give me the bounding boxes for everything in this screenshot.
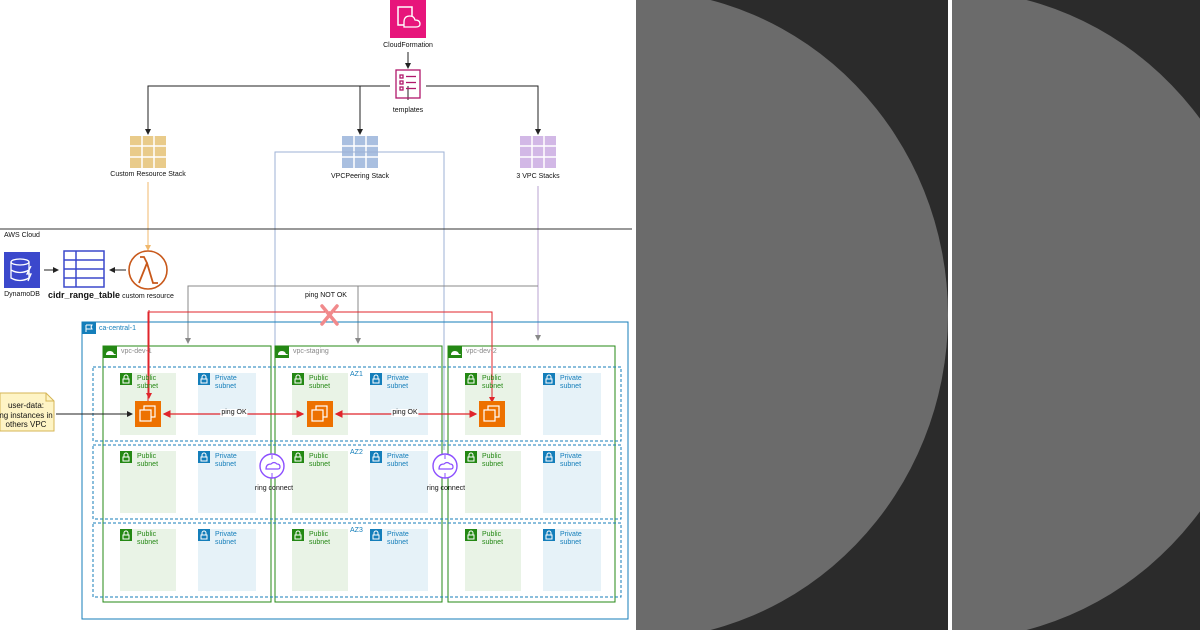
user-data-note-text: user-data: ng instances in others VPC — [0, 401, 54, 430]
custom-resource-stack-icon — [130, 136, 166, 168]
cloudformation-icon — [390, 0, 426, 38]
peering-connection-icon — [259, 453, 285, 479]
aws-cloud-label: AWS Cloud — [4, 232, 40, 239]
vpc-staging-label: vpc-staging — [293, 348, 329, 355]
az3-label: AZ3 — [350, 527, 363, 534]
ec2-instance-icon — [479, 401, 505, 427]
az2-label: AZ2 — [350, 449, 363, 456]
peering-left-label: ring connect — [254, 485, 294, 492]
vpc-dev-1-label: vpc-dev-1 — [121, 348, 152, 355]
peering-right-label: ring connect — [426, 485, 466, 492]
vpc-stacks-icon — [520, 136, 556, 168]
blocked-cross-icon — [320, 304, 339, 326]
ping-not-ok-label: ping NOT OK — [304, 292, 348, 301]
region-label: ca-central-1 — [99, 325, 136, 332]
vpc-dev-2-label: vpc-dev-2 — [466, 348, 497, 355]
lambda-label: custom resource — [122, 293, 174, 300]
region-flag-icon — [82, 322, 96, 334]
dynamodb-icon — [4, 252, 40, 288]
diagram-canvas — [0, 0, 632, 620]
subnets — [120, 373, 601, 591]
templates-icon — [395, 69, 421, 99]
az1-band — [92, 366, 622, 442]
peering-stack-to-peering-edge — [274, 151, 445, 450]
architecture-diagram: CloudFormation templates Custom Resource… — [0, 0, 632, 620]
ec2-instances — [135, 401, 505, 427]
panel-right-disc — [952, 0, 1200, 630]
note-line-3: others VPC — [5, 420, 47, 430]
ping-not-ok-edge — [146, 310, 495, 403]
vpc-peering-stack-label: VPCPeering Stack — [331, 173, 389, 180]
user-data-note — [0, 392, 55, 432]
panel-left — [636, 0, 948, 630]
note-line-2: ng instances in — [0, 410, 53, 420]
dynamodb-label: DynamoDB — [4, 291, 40, 298]
custom-resource-stack-label: Custom Resource Stack — [110, 171, 186, 178]
peering-connection-icon — [432, 453, 458, 479]
panel-left-disc — [636, 0, 948, 630]
ping-ok-right-label: ping OK — [391, 409, 419, 418]
deployment-connectors — [145, 151, 541, 450]
ec2-instance-icon — [135, 401, 161, 427]
lambda-icon — [128, 250, 168, 290]
templates-to-vpc-stacks-edge — [426, 85, 541, 135]
ping-ok-left-label: ping OK — [220, 409, 248, 418]
cloudformation-label: CloudFormation — [383, 42, 433, 49]
vpc-stacks-to-vpc-dev-1-edge — [185, 285, 538, 344]
templates-to-peering-stack-edge — [357, 85, 390, 135]
region-box — [81, 321, 629, 620]
panel-divider — [632, 0, 636, 630]
vpc-stacks-label: 3 VPC Stacks — [516, 173, 560, 180]
templates-to-custom-stack-edge — [145, 85, 390, 135]
peering-icons — [259, 453, 458, 479]
ec2-instance-icon — [307, 401, 333, 427]
az3-band — [92, 522, 622, 598]
az1-label: AZ1 — [350, 371, 363, 378]
az2-band — [92, 444, 622, 520]
panel-divider — [948, 0, 952, 630]
vpc-cloud-icons — [103, 346, 462, 358]
stack-connectors — [145, 52, 541, 135]
note-line-1: user-data: — [7, 401, 45, 410]
templates-label: templates — [392, 107, 424, 114]
table-label: cidr_range_table — [47, 290, 121, 300]
az-bands — [92, 366, 622, 598]
vpc-boxes — [102, 345, 616, 603]
panel-right — [952, 0, 1200, 630]
table-icon — [63, 250, 105, 288]
